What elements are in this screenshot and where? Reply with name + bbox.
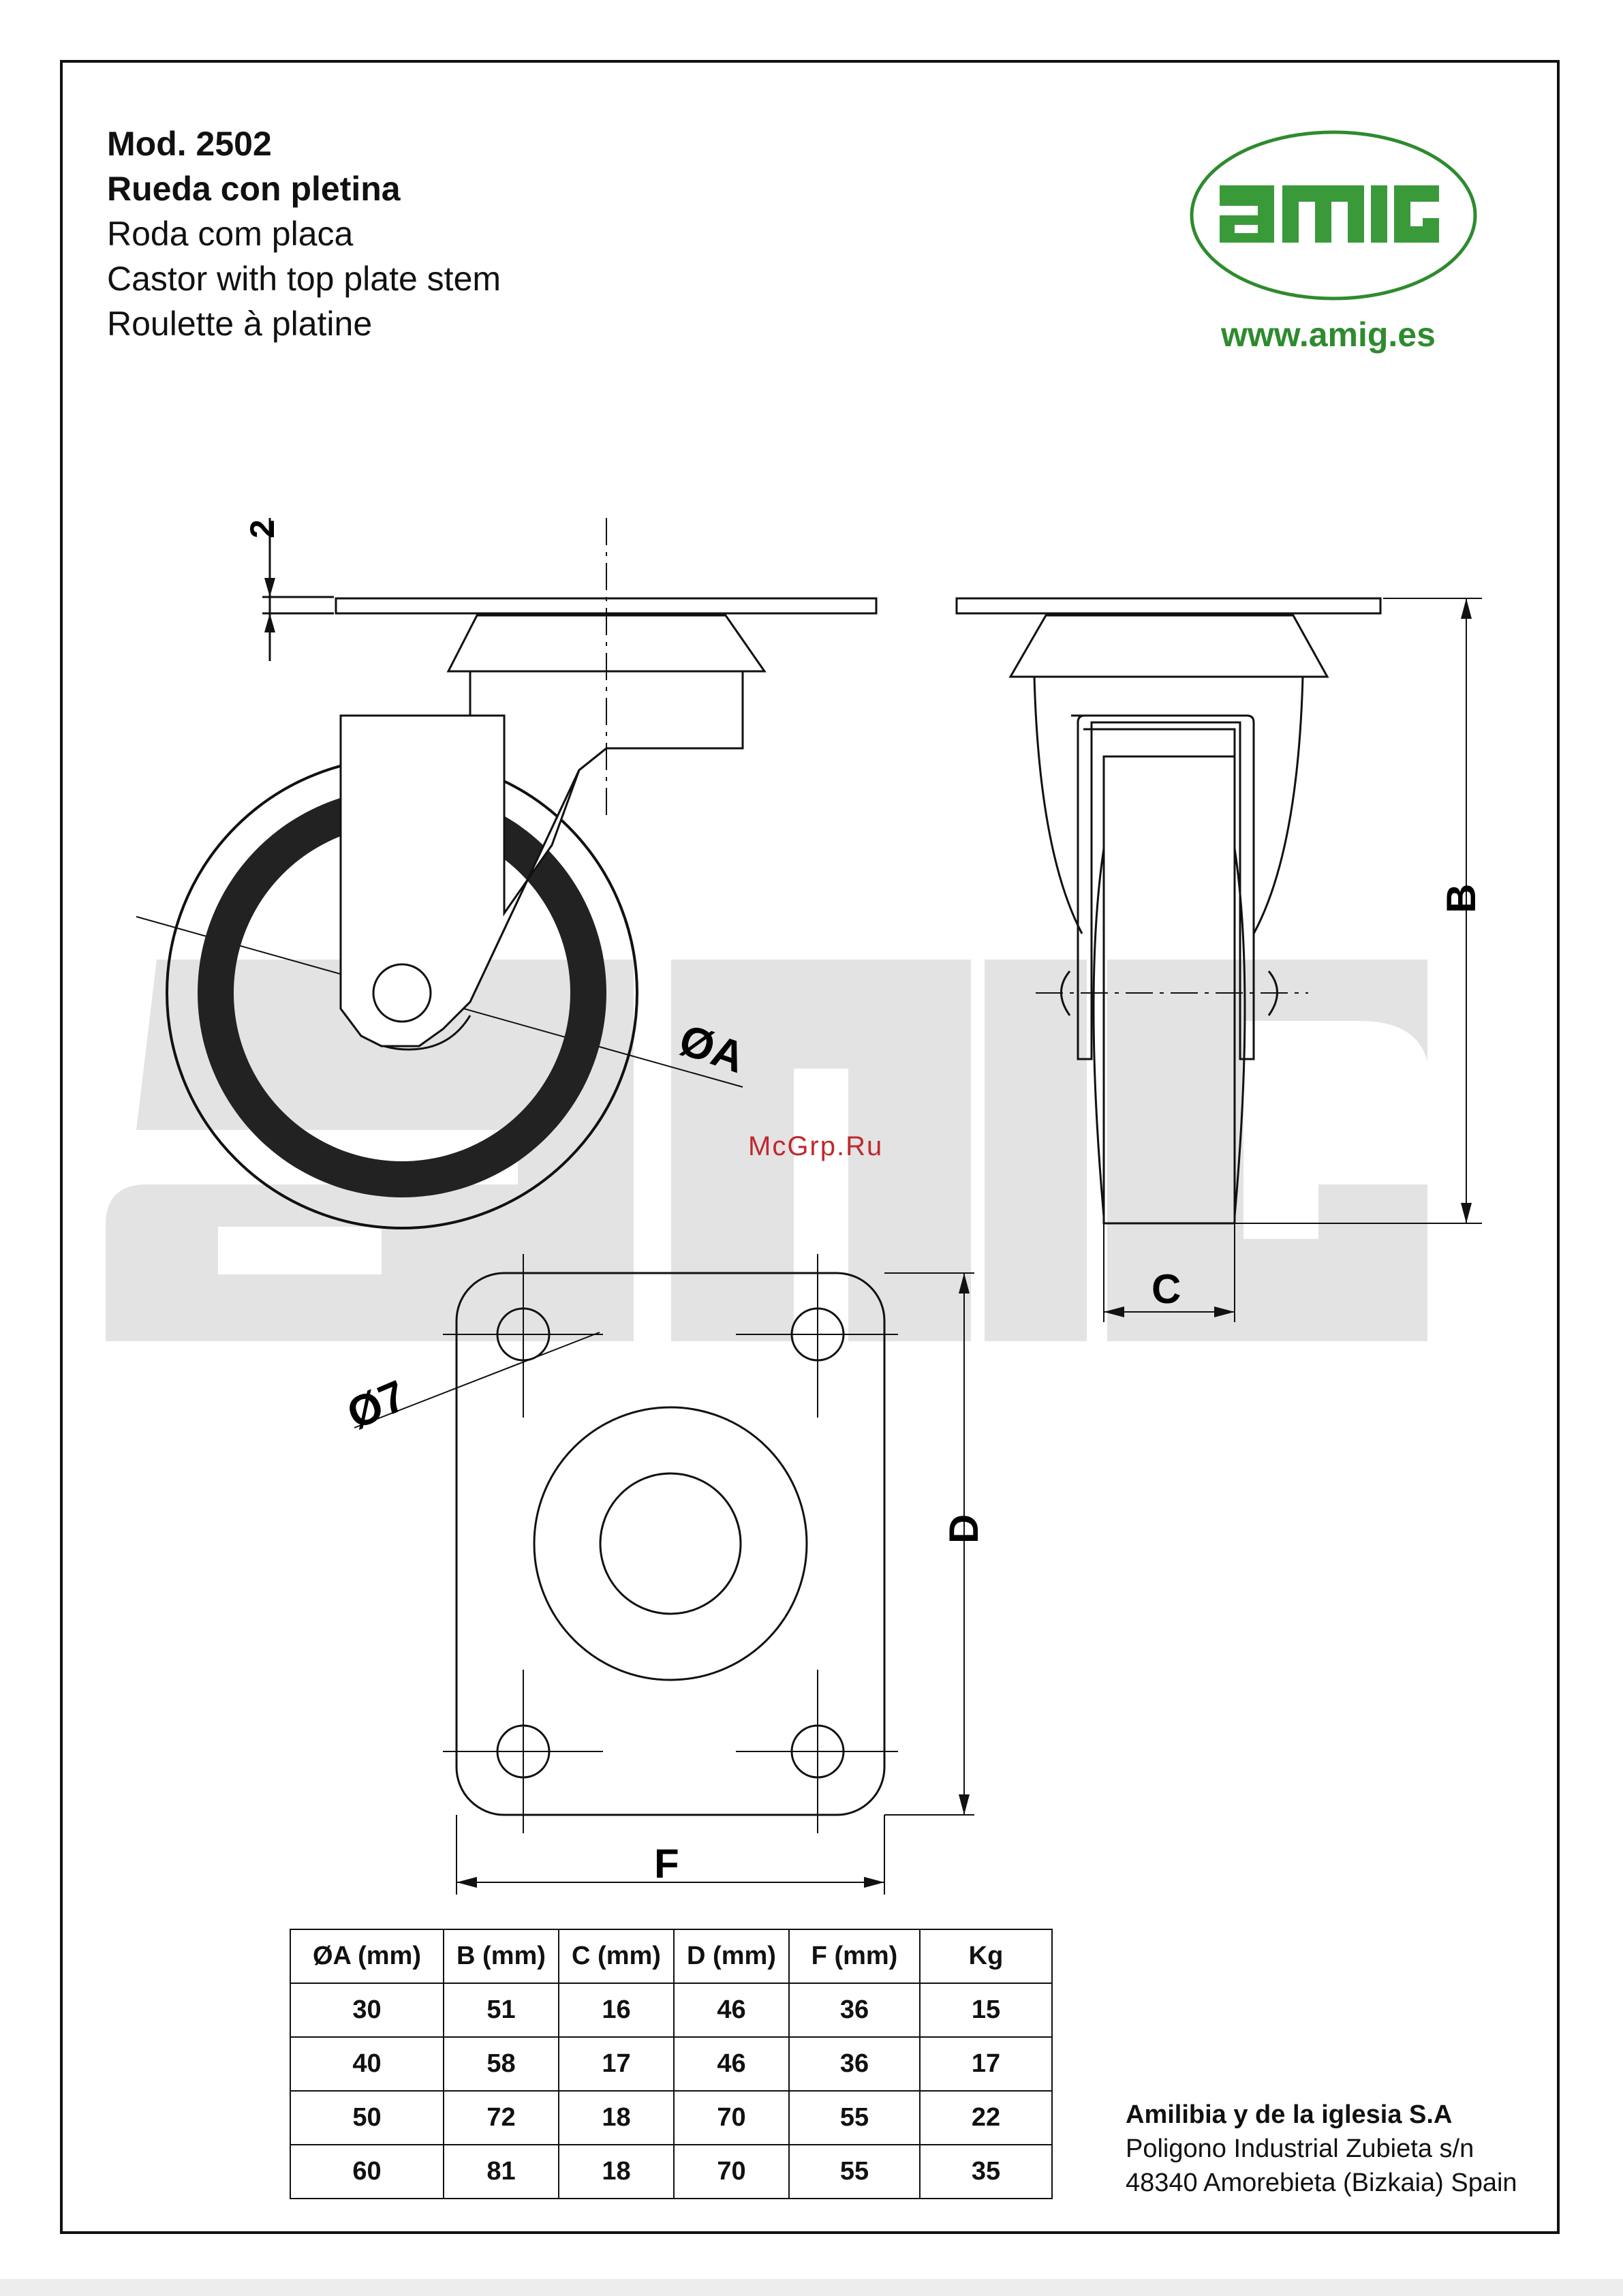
dim-label-f: F [654,1841,679,1886]
table-cell: 18 [558,2090,675,2145]
company-address-line1: Poligono Industrial Zubieta s/n [1126,2134,1474,2163]
table-cell: 70 [673,2090,790,2145]
table-cell: 15 [919,1983,1053,2038]
footer-bar [0,2279,1623,2296]
col-header-diameter: ØA (mm) [290,1929,444,1984]
table-row: 50 72 18 70 55 22 [290,2090,1053,2145]
table-cell: 55 [788,2090,921,2145]
table-cell: 55 [788,2144,921,2199]
table-cell: 17 [558,2036,675,2092]
table-row: 30 51 16 46 36 15 [290,1983,1053,2038]
company-info: Amilibia y de la iglesia S.A Poligono In… [1126,2098,1517,2200]
table-cell: 72 [443,2090,559,2145]
table-cell: 40 [290,2036,444,2092]
table-cell: 30 [290,1983,444,2038]
table-cell: 46 [673,1983,790,2038]
table-cell: 58 [443,2036,559,2092]
spec-table: ØA (mm) B (mm) C (mm) D (mm) F (mm) Kg 3… [290,1929,1053,2199]
table-cell: 22 [919,2090,1053,2145]
table-cell: 60 [290,2144,444,2199]
col-header-f: F (mm) [788,1929,921,1984]
col-header-b: B (mm) [443,1929,559,1984]
col-header-kg: Kg [919,1929,1053,1984]
company-address-line2: 48340 Amorebieta (Bizkaia) Spain [1126,2169,1517,2197]
dim-label-2: 2 [243,519,281,538]
dim-label-c: C [1151,1266,1181,1312]
dim-label-d: D [941,1514,987,1544]
title-block: Mod. 2502 Rueda con pletina Roda com pla… [107,121,501,346]
table-cell: 16 [558,1983,675,2038]
table-cell: 35 [919,2144,1053,2199]
site-watermark: McGrp.Ru [748,1131,884,1161]
dim-label-b: B [1438,884,1484,913]
dim-label-hole-diameter: Ø7 [340,1371,413,1439]
table-cell: 46 [673,2036,790,2092]
company-name: Amilibia y de la iglesia S.A [1126,2100,1453,2129]
table-row: 40 58 17 46 36 17 [290,2036,1053,2092]
col-header-c: C (mm) [558,1929,675,1984]
table-cell: 50 [290,2090,444,2145]
title-french: Roulette à platine [107,305,373,343]
title-portuguese: Roda com placa [107,215,354,253]
page-frame [60,60,1560,2234]
table-cell: 36 [788,1983,921,2038]
col-header-d: D (mm) [673,1929,790,1984]
table-cell: 17 [919,2036,1053,2092]
table-header-row: ØA (mm) B (mm) C (mm) D (mm) F (mm) Kg [290,1929,1053,1984]
table-cell: 70 [673,2144,790,2199]
title-spanish: Rueda con pletina [107,170,401,208]
website-link[interactable]: www.amig.es [1221,316,1436,354]
table-cell: 81 [443,2144,559,2199]
title-english: Castor with top plate stem [107,260,501,298]
table-row: 60 81 18 70 55 35 [290,2144,1053,2199]
dim-label-wheel-diameter: ØA [673,1015,751,1082]
table-cell: 18 [558,2144,675,2199]
table-cell: 36 [788,2036,921,2092]
model-number: Mod. 2502 [107,125,272,163]
table-cell: 51 [443,1983,559,2038]
